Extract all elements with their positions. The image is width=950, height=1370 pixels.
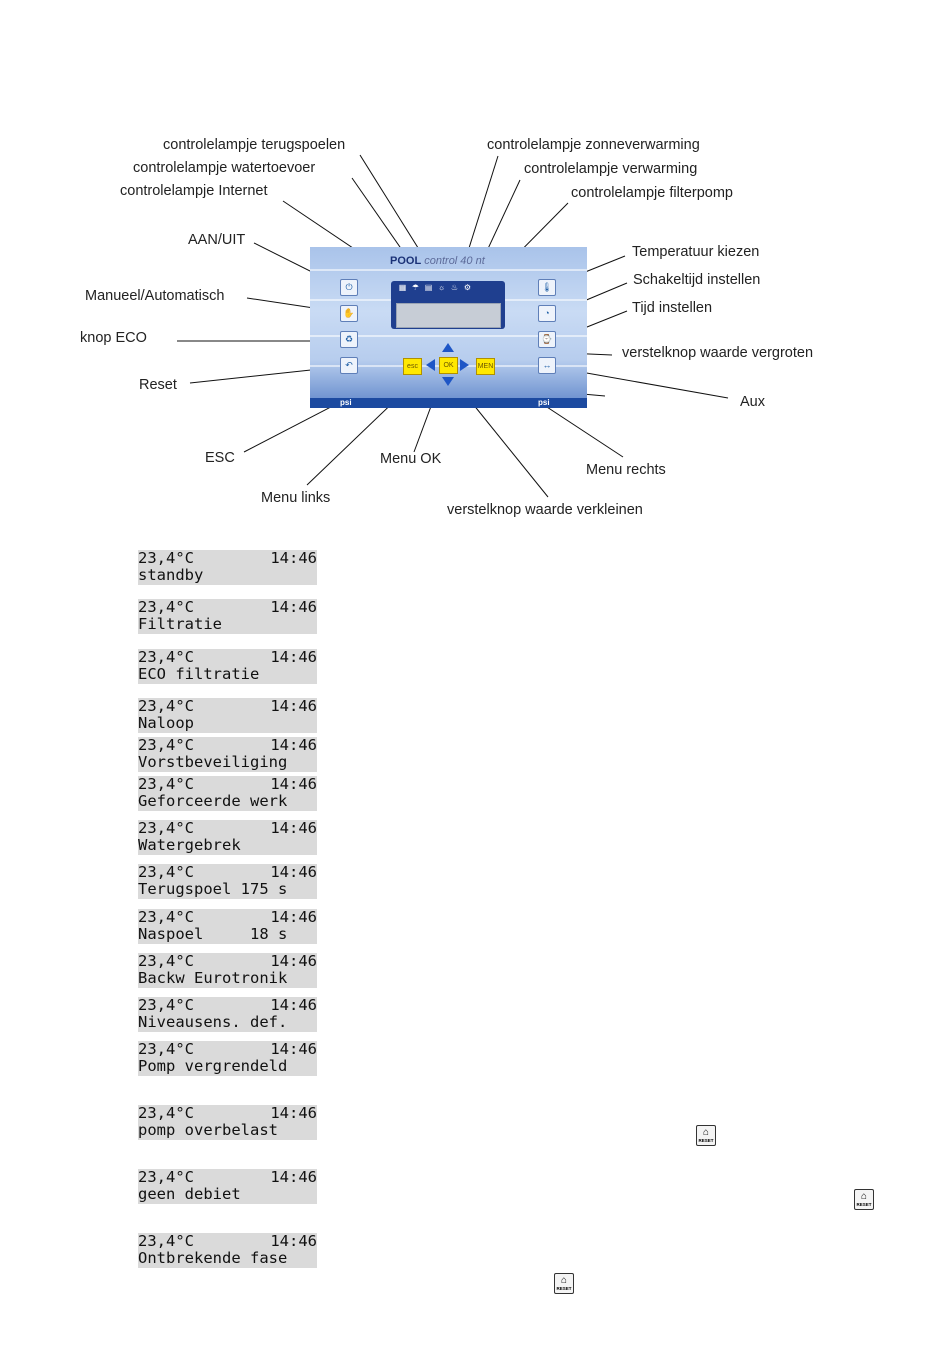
panel-footer (310, 398, 587, 408)
label-vergroten: verstelknop waarde vergroten (622, 345, 814, 361)
label-watertoevoer: controlelampje watertoevoer (133, 160, 316, 176)
panel-lcd (396, 303, 501, 328)
control-panel: POOL control 40 nt ▦ ☂ ▤ ☼ ♨ ⚙ ⏻ ✋ ♻ ↶ 🌡… (310, 247, 587, 408)
eco-icon: ♻ (344, 334, 354, 344)
verwarming-led-icon: ♨ (450, 283, 459, 292)
hand-icon: ✋ (343, 308, 355, 318)
label-schakeltijd: Schakeltijd instellen (633, 272, 761, 288)
eco-button[interactable]: ♻ (340, 331, 358, 348)
led-row: ▦ ☂ ▤ ☼ ♨ ⚙ (398, 283, 498, 295)
label-verkleinen: verstelknop waarde verkleinen (447, 502, 643, 518)
internet-led-icon: ▦ (398, 283, 407, 292)
temperature-button[interactable]: 🌡 (538, 279, 556, 296)
reset-button[interactable]: ↶ (340, 357, 358, 374)
aux-button[interactable]: ↔ (538, 357, 556, 374)
panel-logo-right: psi (538, 398, 550, 407)
reset-icon: ↶ (345, 360, 353, 370)
label-tijd: Tijd instellen (632, 300, 713, 316)
label-terugspoelen: controlelampje terugspoelen (163, 137, 346, 153)
watertoevoer-led-icon: ☂ (411, 283, 420, 292)
arrow-left-icon[interactable] (426, 359, 435, 371)
esc-button[interactable]: esc (403, 358, 422, 375)
filterpomp-led-icon: ⚙ (463, 283, 472, 292)
aux-icon: ↔ (542, 360, 552, 370)
label-menu-links: Menu links (261, 490, 331, 506)
arrow-up-icon[interactable] (442, 343, 454, 352)
time-icon: ⌚ (541, 334, 553, 344)
label-menu-ok: Menu OK (380, 451, 442, 467)
reset-button-icon: ⌂RESET (854, 1189, 874, 1210)
label-menu-rechts: Menu rechts (586, 462, 666, 478)
label-aux: Aux (740, 394, 765, 410)
zonneverwarming-led-icon: ☼ (437, 283, 446, 292)
clock-icon: ◔ (544, 308, 550, 318)
switch-time-button[interactable]: ◔ (538, 305, 556, 322)
reset-button-icon: ⌂RESET (554, 1273, 574, 1294)
manual-auto-button[interactable]: ✋ (340, 305, 358, 322)
label-aan-uit: AAN/UIT (188, 232, 246, 248)
reset-button-icon: ⌂RESET (696, 1125, 716, 1146)
panel-brand: POOL control 40 nt (390, 255, 485, 267)
label-zonneverwarming: controlelampje zonneverwarming (487, 137, 700, 153)
label-manueel-automatisch: Manueel/Automatisch (85, 288, 225, 304)
arrow-right-icon[interactable] (460, 359, 469, 371)
arrow-down-icon[interactable] (442, 377, 454, 386)
power-button[interactable]: ⏻ (340, 279, 358, 296)
menu-right-button[interactable]: MEN (476, 358, 495, 375)
thermometer-icon: 🌡 (541, 282, 553, 292)
label-internet: controlelampje Internet (120, 183, 268, 199)
panel-logo-left: psi (340, 398, 352, 407)
time-button[interactable]: ⌚ (538, 331, 556, 348)
label-esc: ESC (205, 450, 235, 466)
ok-button[interactable]: OK (439, 357, 458, 374)
power-icon: ⏻ (345, 282, 353, 292)
label-knop-eco: knop ECO (80, 330, 147, 346)
label-temperatuur: Temperatuur kiezen (632, 244, 760, 260)
label-verwarming: controlelampje verwarming (524, 161, 698, 177)
terugspoelen-led-icon: ▤ (424, 283, 433, 292)
label-reset: Reset (139, 377, 177, 393)
label-filterpomp: controlelampje filterpomp (571, 185, 733, 201)
